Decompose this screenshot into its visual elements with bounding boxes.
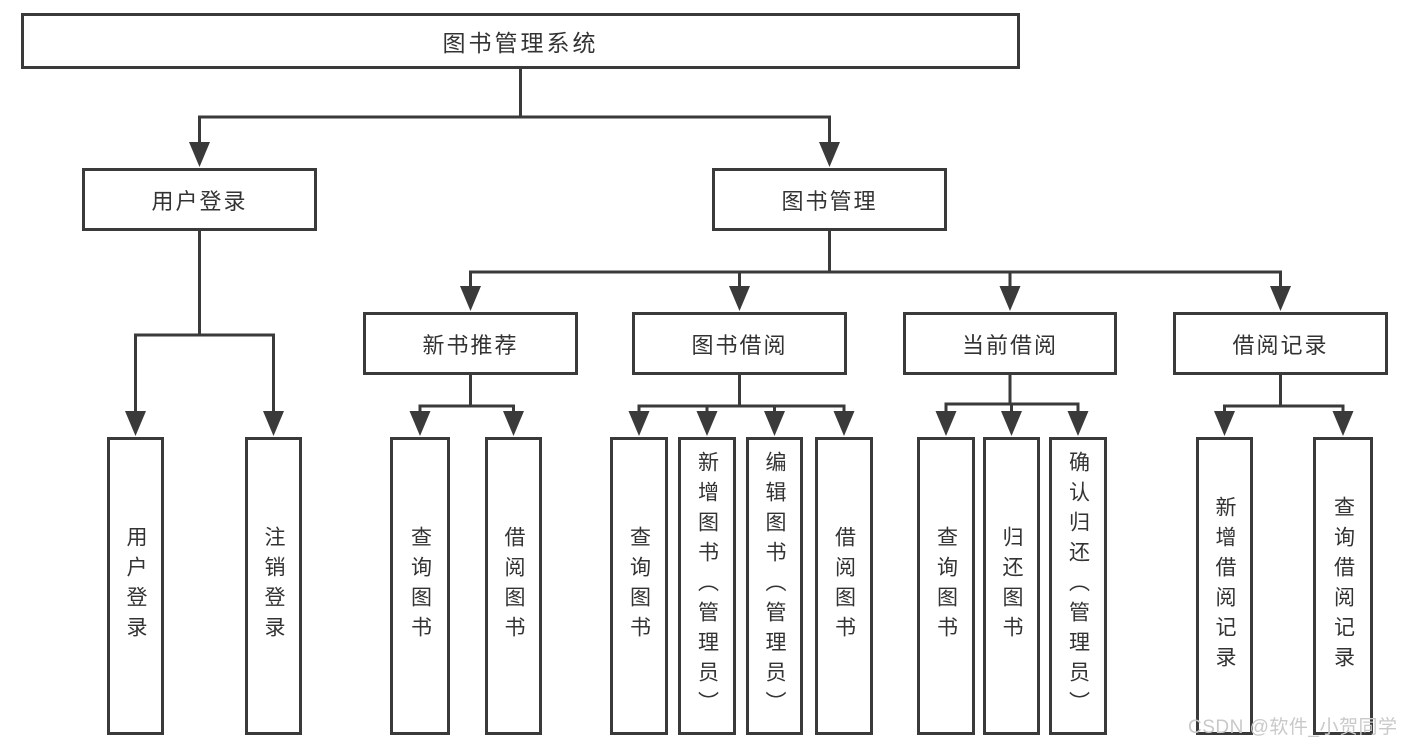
node-leaf-query-books-3-label: 查询图书 — [934, 526, 958, 646]
connector-rail-level2 — [198, 115, 831, 145]
node-root: 图书管理系统 — [21, 13, 1020, 69]
node-new-books-label: 新书推荐 — [422, 332, 519, 358]
node-leaf-query-borrow-record: 查询借阅记录 — [1313, 437, 1373, 735]
node-leaf-query-borrow-record-label: 查询借阅记录 — [1331, 496, 1355, 676]
arrow-down-icon — [764, 411, 785, 436]
arrow-down-icon — [696, 411, 718, 436]
node-leaf-add-borrow-record: 新增借阅记录 — [1196, 437, 1253, 735]
arrow-down-icon — [819, 142, 840, 167]
node-leaf-borrow-books-1: 借阅图书 — [485, 437, 542, 735]
node-leaf-logout-label: 注销登录 — [262, 526, 285, 646]
node-new-books: 新书推荐 — [363, 312, 578, 375]
node-book-borrow-label: 图书借阅 — [691, 332, 788, 358]
node-leaf-return-books: 归还图书 — [983, 437, 1040, 735]
node-leaf-borrow-books-2-label: 借阅图书 — [832, 526, 856, 646]
arrow-down-icon — [263, 411, 284, 436]
node-leaf-user-login: 用户登录 — [107, 437, 164, 735]
node-leaf-query-books-1: 查询图书 — [390, 437, 450, 735]
node-current-borrow-label: 当前借阅 — [961, 332, 1058, 358]
node-leaf-confirm-return-admin: 确认归还（管理员） — [1049, 437, 1107, 735]
arrow-down-icon — [409, 411, 431, 436]
node-current-borrow: 当前借阅 — [903, 312, 1117, 375]
arrow-down-icon — [1001, 411, 1022, 436]
arrow-down-icon — [729, 286, 750, 311]
arrow-down-icon — [1214, 411, 1235, 436]
node-leaf-query-books-2-label: 查询图书 — [627, 526, 651, 646]
node-book-mgmt-branch: 图书管理 — [712, 168, 947, 231]
node-leaf-query-books-3: 查询图书 — [917, 437, 975, 735]
node-root-label: 图书管理系统 — [442, 30, 599, 56]
node-leaf-query-books-2: 查询图书 — [610, 437, 668, 735]
node-leaf-edit-books-admin: 编辑图书（管理员） — [746, 437, 803, 735]
arrow-down-icon — [1332, 411, 1354, 436]
connector-rail-bookborrow — [637, 404, 846, 414]
arrow-down-icon — [999, 286, 1021, 311]
node-leaf-query-books-1-label: 查询图书 — [408, 526, 432, 646]
arrow-down-icon — [460, 286, 481, 311]
node-leaf-edit-books-admin-label: 编辑图书（管理员） — [763, 451, 786, 721]
arrow-down-icon — [1067, 411, 1089, 436]
connector-rail-userlogin — [134, 333, 275, 414]
node-leaf-borrow-books-2: 借阅图书 — [815, 437, 873, 735]
node-leaf-return-books-label: 归还图书 — [1000, 526, 1023, 646]
arrow-down-icon — [125, 411, 146, 436]
connector-lines — [134, 69, 1345, 414]
arrow-down-icon — [935, 411, 957, 436]
connector-rail-level3 — [469, 270, 1282, 289]
arrow-down-icon — [503, 411, 524, 436]
node-leaf-logout: 注销登录 — [245, 437, 302, 735]
node-leaf-add-books-admin: 新增图书（管理员） — [678, 437, 736, 735]
csdn-watermark: CSDN @软件_小贺同学 — [1188, 717, 1398, 738]
node-borrow-records-label: 借阅记录 — [1232, 332, 1329, 358]
node-user-login-branch-label: 用户登录 — [151, 188, 248, 214]
arrow-down-icon — [833, 411, 855, 436]
connector-rail-newbooks — [418, 404, 515, 414]
node-leaf-add-borrow-record-label: 新增借阅记录 — [1213, 496, 1236, 676]
arrow-down-icon — [189, 142, 210, 167]
node-leaf-user-login-label: 用户登录 — [124, 526, 147, 646]
node-leaf-borrow-books-1-label: 借阅图书 — [502, 526, 525, 646]
node-user-login-branch: 用户登录 — [82, 168, 317, 231]
connector-rail-borrowrecords — [1223, 404, 1345, 414]
node-book-mgmt-branch-label: 图书管理 — [781, 188, 878, 214]
node-leaf-add-books-admin-label: 新增图书（管理员） — [695, 451, 719, 721]
node-borrow-records: 借阅记录 — [1173, 312, 1388, 375]
arrowheads — [125, 142, 1354, 436]
node-leaf-confirm-return-admin-label: 确认归还（管理员） — [1066, 451, 1090, 721]
arrow-down-icon — [628, 411, 650, 436]
node-book-borrow: 图书借阅 — [632, 312, 847, 375]
arrow-down-icon — [1270, 286, 1291, 311]
